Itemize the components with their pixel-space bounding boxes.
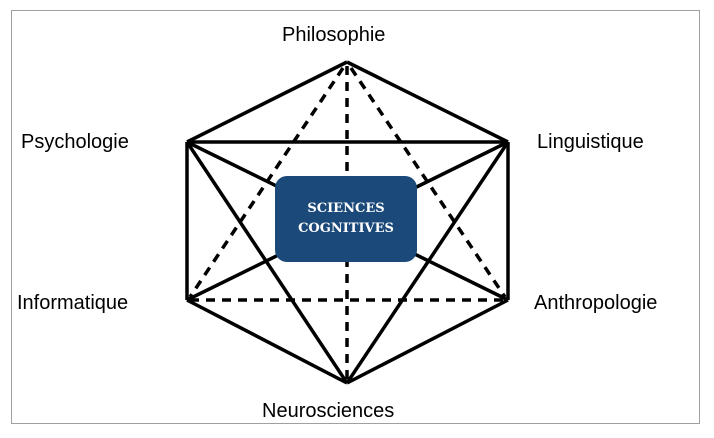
label-psychologie: Psychologie xyxy=(21,131,129,153)
label-neurosciences: Neurosciences xyxy=(262,400,395,422)
edge-lowerright-bottom xyxy=(346,298,509,385)
edge-upperright-bottom xyxy=(345,141,510,384)
center-title-line1: SCIENCES xyxy=(307,201,385,216)
edge-top-upperleft xyxy=(186,60,348,144)
label-anthropologie: Anthropologie xyxy=(534,292,658,314)
edge-lowerleft-bottom xyxy=(186,298,348,385)
hidden-edge-top-lowerleft xyxy=(188,67,345,298)
edge-top-upperright xyxy=(346,60,509,144)
label-informatique: Informatique xyxy=(17,292,129,314)
label-linguistique: Linguistique xyxy=(537,131,644,153)
center-box-sciences-cognitives: SCIENCES COGNITIVES xyxy=(275,176,417,262)
hidden-edge-top-lowerright xyxy=(349,67,507,298)
label-philosophie: Philosophie xyxy=(282,24,386,46)
center-title-line2: COGNITIVES xyxy=(298,221,394,236)
diagram-frame xyxy=(11,10,700,424)
